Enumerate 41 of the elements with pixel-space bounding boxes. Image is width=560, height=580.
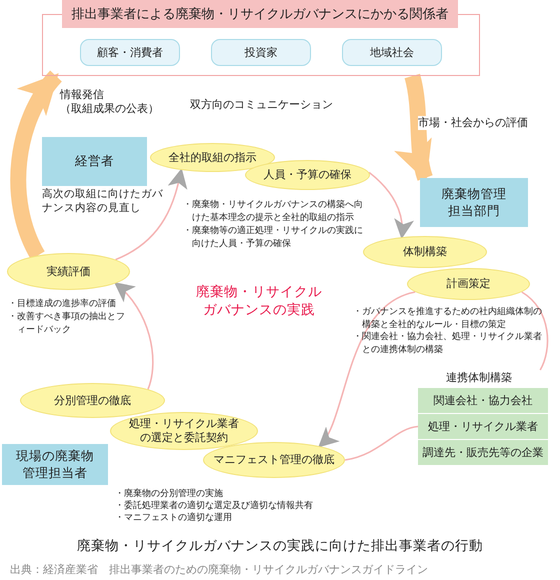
note-text: 双方向のコミュニケーション [190, 97, 334, 112]
connector-line [521, 291, 548, 370]
action-ellipse: 体制構築 [363, 236, 487, 268]
bullet-text: ・マニフェストの適切な運用 [115, 512, 233, 525]
connector-line [344, 426, 418, 461]
cycle-arrow [318, 291, 416, 448]
stakeholder-panel [42, 0, 480, 76]
bullet-text: ・廃棄物等の適正処理・リサイクルの実践に向けた人員・予算の確保 [183, 225, 363, 250]
bullet-text: ・委託処理業者の適切な選定及び適切な情報共有 [115, 500, 314, 512]
panel-title: 排出事業者による廃棄物・リサイクルガバナンスにかかる関係者 [62, 0, 458, 28]
bullet-text: ・目標達成の進捗率の評価 [8, 298, 117, 311]
role-box: 現場の廃棄物管理担当者 [2, 444, 108, 485]
role-box: 廃棄物管理担当部門 [420, 178, 528, 227]
role-box: 経営者 [42, 137, 147, 186]
partner-box: 関連会社・協力会社 [418, 388, 548, 413]
source-note: 出典：経済産業省 排出事業者のための廃棄物・リサイクルガバナンスガイドライン [10, 562, 429, 577]
action-ellipse: 分別管理の徹底 [20, 383, 165, 418]
cycle-arrow [115, 168, 188, 260]
caption: 廃棄物・リサイクルガバナンスの実践に向けた排出事業者の行動 [76, 537, 484, 555]
center-title: 廃棄物・リサイクルガバナンスの実践 [195, 284, 323, 320]
curved-arrow [396, 74, 434, 182]
action-ellipse: 実績評価 [7, 253, 130, 290]
stakeholder-box: 投資家 [211, 39, 311, 66]
bullet-text: ・ガバナンスを推進するための社内組織体制の構築と全社的なルール・目標の策定 [353, 306, 543, 332]
partner-panel [418, 370, 548, 466]
bullet-text: ・関連会社・協力会社、処理・リサイクル業者との連携体制の構築 [353, 331, 543, 356]
stakeholder-box: 地域社会 [342, 39, 442, 66]
stakeholder-box: 顧客・消費者 [80, 39, 180, 66]
cycle-arrow [114, 282, 154, 390]
action-ellipse: 全社的取組の指示 [150, 143, 275, 172]
action-ellipse: 処理・リサイクル業者の選定と委託契約 [110, 412, 258, 450]
note-text: 高次の取組に向けたガバナンス内容の見直し [42, 188, 164, 216]
action-ellipse: 計画策定 [407, 268, 530, 300]
panel-heading: 連携体制構築 [446, 370, 512, 385]
partner-box: 処理・リサイクル業者 [418, 414, 548, 439]
curved-arrow [10, 70, 62, 260]
bullet-text: ・廃棄物・リサイクルガバナンスの構築へ向けた基本理念の提示と全社的取組の指示 [183, 199, 363, 224]
bullet-text: ・改善すべき事項の抽出とフィードバック [8, 311, 126, 336]
action-ellipse: マニフェスト管理の徹底 [203, 442, 345, 478]
bullet-text: ・廃棄物の分別管理の実施 [115, 488, 224, 500]
partner-box: 調達先・販売先等の企業 [418, 440, 548, 465]
